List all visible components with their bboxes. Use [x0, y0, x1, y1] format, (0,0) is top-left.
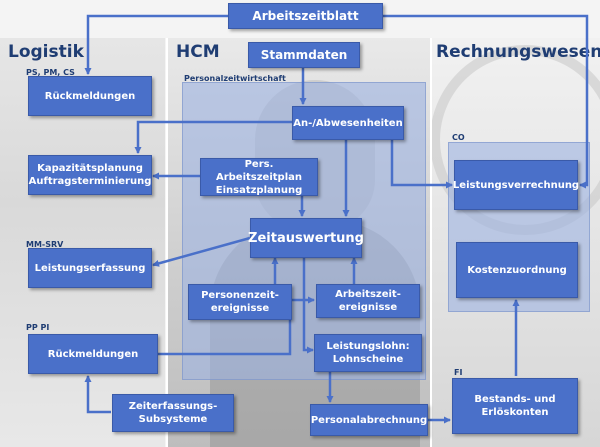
arrow-zeitauswertung-to-leistungslohn	[302, 258, 314, 354]
sublabel-pp-pi: PP PI	[26, 323, 50, 332]
sublabel-personalzeitwirtschaft: Personalzeitwirtschaft	[184, 74, 286, 83]
sublabel-fi: FI	[454, 368, 463, 377]
box-zeitauswertung: Zeitauswertung	[248, 218, 364, 258]
arrow-zeitauswertung-to-leistungserfassung	[152, 236, 251, 267]
box-kostenzuordnung: Kostenzuordnung	[456, 242, 578, 298]
box-arbeitszeitblatt: Arbeitszeitblatt	[228, 3, 383, 29]
box-leistungsverrechnung: Leistungsverrechnung	[453, 160, 579, 210]
box-leistungserfassung: Leistungserfassung	[28, 248, 152, 288]
column-heading-logistik: Logistik	[8, 42, 84, 62]
column-divider-left	[166, 38, 168, 447]
column-heading-rechnungswesen: Rechnungswesen	[436, 42, 600, 62]
arrow-rueckmeldungen-to-arbeitszeitereignisse	[158, 296, 315, 356]
box-zeiterfassungs-subsysteme: Zeiterfassungs- Subsysteme	[112, 394, 234, 432]
column-divider-right	[430, 38, 432, 447]
arrow-abwesenheiten-to-kapazitaet	[134, 120, 292, 154]
box-bestands-erloeskonten: Bestands- und Erlöskonten	[452, 378, 578, 434]
box-arbeitszeitereignisse: Arbeitszeit- ereignisse	[316, 284, 420, 318]
box-leistungslohn: Leistungslohn: Lohnscheine	[314, 334, 422, 372]
box-personenzeitereignisse: Personenzeit- ereignisse	[188, 284, 292, 320]
box-stammdaten: Stammdaten	[248, 42, 360, 68]
column-heading-hcm: HCM	[176, 42, 220, 62]
arrow-abwesenheiten-to-leistungsverrechnung	[390, 130, 453, 189]
sublabel-mm-srv: MM-SRV	[26, 240, 64, 249]
arrow-subsysteme-to-rueckmeldungen	[84, 375, 111, 414]
box-kapazitaetsplanung: Kapazitätsplanung Auftragsterminierung	[28, 155, 152, 195]
box-an-abwesenheiten: An-/Abwesenheiten	[292, 106, 404, 140]
arrow-arbeitszeitblatt-to-leistungsverrechnung	[383, 14, 589, 189]
box-pers-arbeitszeitplan: Pers. Arbeitszeitplan Einsatzplanung	[200, 158, 318, 196]
sublabel-ps-pm-cs: PS, PM, CS	[26, 68, 75, 77]
box-rueckmeldungen-top: Rückmeldungen	[28, 76, 152, 116]
box-personalabrechnung: Personalabrechnung	[310, 404, 428, 436]
arrow-arbeitszeitblatt-to-rueckmeldungen	[84, 14, 228, 75]
box-rueckmeldungen-pp: Rückmeldungen	[28, 334, 158, 374]
sublabel-co: CO	[452, 133, 465, 142]
